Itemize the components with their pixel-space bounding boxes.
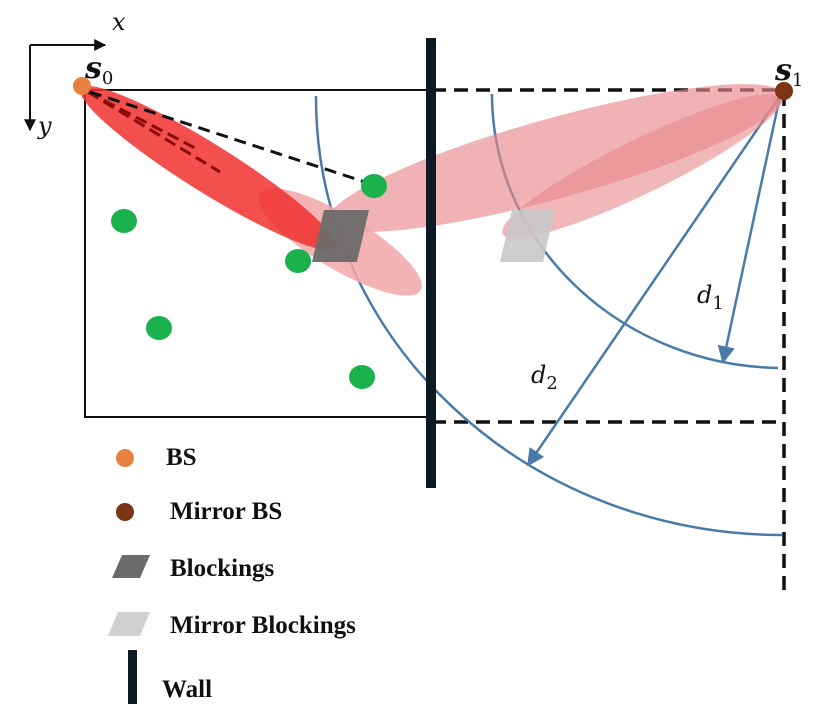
bs-point	[73, 77, 91, 95]
y-axis-label: y	[37, 112, 52, 140]
arc-d2	[314, 95, 783, 537]
legend-bs-marker	[116, 449, 134, 467]
legend-mirror-bs-marker	[116, 503, 134, 521]
legend-markers	[108, 449, 150, 704]
user-dot	[361, 174, 387, 198]
user-dot	[146, 316, 172, 340]
user-dot	[285, 249, 311, 273]
s0-to-user-link	[89, 90, 369, 185]
legend-wall-label: Wall	[162, 676, 213, 703]
x-axis-label: x	[112, 8, 126, 36]
d2-arrow	[526, 95, 782, 467]
main-beams	[80, 85, 336, 251]
legend-blocking-marker	[112, 555, 150, 578]
legend-mirror-blockings-label: Mirror Blockings	[170, 612, 356, 639]
user-dot	[111, 209, 137, 233]
blocking	[312, 210, 369, 262]
legend-wall-marker	[128, 650, 137, 704]
user-dot	[349, 365, 375, 389]
users	[111, 174, 387, 389]
d1-label: d1	[697, 281, 724, 314]
d2-label: d2	[531, 361, 558, 394]
mirror-blocking	[500, 210, 555, 262]
main-beam-sideline	[87, 90, 196, 150]
mirror-bs-point	[775, 82, 793, 100]
mirror-bs-label: s1	[774, 53, 803, 91]
legend-bs-label: BS	[166, 444, 197, 471]
legend-blockings-label: Blockings	[170, 555, 275, 582]
axes-indicator: x y	[24, 8, 126, 140]
legend-mirror-blocking-marker	[108, 612, 150, 636]
legend-mirror-bs-label: Mirror BS	[170, 498, 283, 525]
wall	[426, 38, 436, 488]
bs-label: s0	[84, 51, 113, 89]
d1-arrow	[717, 95, 782, 364]
main-beam-centerline	[87, 90, 221, 174]
distance-arrows	[526, 95, 782, 467]
mirror-beams	[258, 84, 784, 296]
